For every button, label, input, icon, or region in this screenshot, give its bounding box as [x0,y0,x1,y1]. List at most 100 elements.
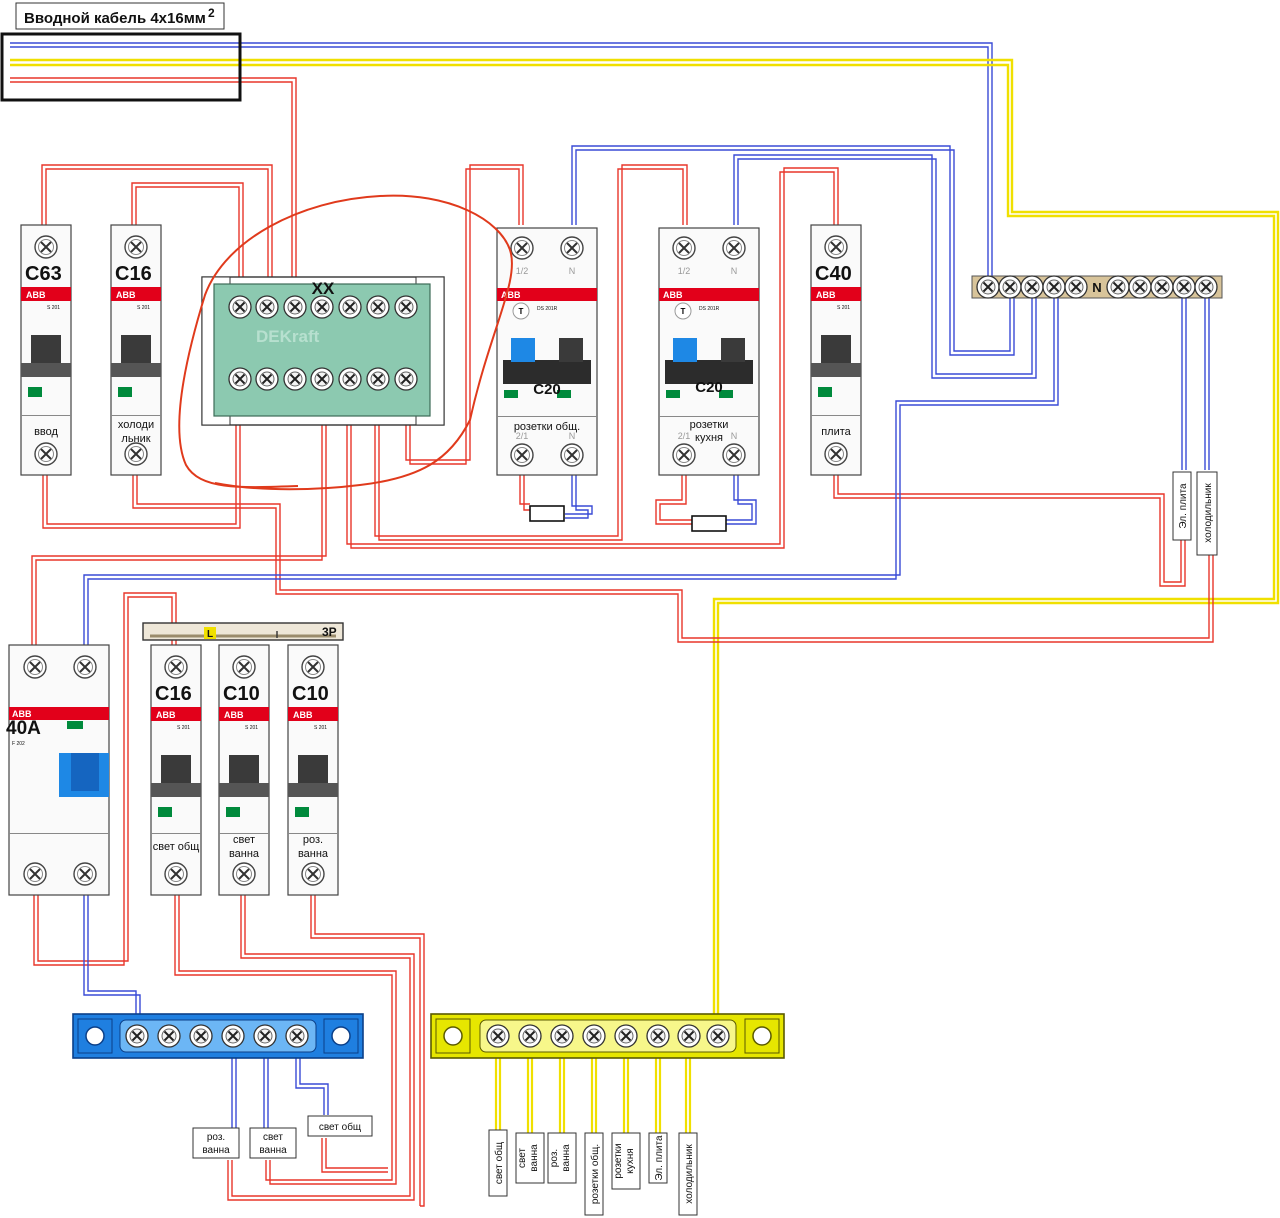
load-resistor [691,515,727,532]
breaker-purpose: ввод [34,426,58,438]
model-label: F 202 [12,741,25,747]
tag-line-1: свет [263,1132,283,1143]
comb-busbar-3p: L 3P [142,622,344,641]
breaker-purpose: свет общ [153,841,200,853]
breaker-purpose-2: кухня [695,432,723,444]
breaker-purpose: плита [821,426,851,438]
model-label: S 201 [137,305,150,311]
rating-label: C16 [155,683,192,705]
comb-l-label: L [207,629,213,640]
breaker-purpose-2: ванна [298,848,329,860]
breaker-purpose-1: свет [233,834,255,846]
model-label: S 201 [837,305,850,311]
ground-tag-text: розетки общ. [589,1144,601,1204]
rating-label: C10 [223,683,260,705]
dif-bottom-pole: 2/1 [678,431,691,441]
tag-line-2: ванна [202,1145,230,1156]
input-cable: Вводной кабель 4x16мм 2 [0,2,242,102]
ground-tag: роз.ванна [547,1132,577,1184]
breaker-c10-bath-socket[interactable]: ABB S 201 C10 роз. ванна [287,644,339,896]
brand-label: ABB [224,710,244,720]
tag-bath-light: свет ванна [249,1127,297,1159]
terminal-brand: DEKraft [256,327,320,346]
test-button: T [681,307,686,316]
tag-line-2: ванна [259,1145,287,1156]
model-label: DS 201R [699,306,720,312]
neutral-bus-top[interactable]: N [971,275,1223,299]
model-label: DS 201R [537,306,558,312]
brand-label: ABB [116,290,136,300]
test-button: T [519,307,524,316]
input-cable-box [0,32,242,102]
breaker-c16-fridge[interactable]: ABB S 201 C16 холоди льник [110,224,162,476]
breaker-purpose-2: ванна [229,848,260,860]
dif-top-n: N [731,266,738,276]
ground-tag-text: холодильник [684,1144,695,1204]
neutral-bus-blue[interactable] [72,1013,364,1059]
model-label: S 201 [245,725,258,731]
rating-label: C63 [25,263,62,285]
breaker-c10-bath-light[interactable]: ABB S 201 C10 свет ванна [218,644,270,896]
neutral-bus-label: N [1092,280,1101,295]
terminal-block-xx[interactable]: XX DEKraft [201,276,445,426]
tag-bath-socket: роз. ванна [192,1127,240,1159]
dif-bottom-pole: 2/1 [516,431,529,441]
brand-label: ABB [12,709,32,719]
ground-bus-yellow[interactable] [430,1013,785,1059]
ground-tag-text: свет общ [493,1142,505,1184]
comb-3p-label: 3P [322,625,337,639]
tag-light-general: свет общ [307,1115,373,1137]
dif-breaker-sockets-kitchen[interactable]: 1/2 N ABB DS 201R T C20 розетки кухня 2/… [658,227,760,476]
brand-label: ABB [816,290,836,300]
rating-label: 40A [6,718,41,739]
rating-label: C20 [695,379,723,396]
dif-top-n: N [569,266,576,276]
ground-tag-text: свет [517,1148,528,1168]
tag-line-1: свет общ [319,1121,361,1133]
dif-bottom-n: N [569,431,576,441]
ground-tag-text: розетки [613,1143,624,1178]
terminal-title: XX [312,279,335,298]
ground-tag-text: кухня [625,1148,636,1173]
breaker-purpose-1: холоди [118,419,154,431]
load-resistor [529,505,565,522]
breaker-c40-stove[interactable]: ABB S 201 C40 плита [810,224,862,476]
breaker-purpose-2: льник [121,433,150,445]
ground-tag: холодильник [678,1132,698,1216]
ground-tag: свет общ [488,1129,508,1197]
breaker-purpose-1: розетки [690,419,729,431]
brand-label: ABB [663,290,683,300]
model-label: S 201 [47,305,60,311]
input-cable-title: Вводной кабель 4x16мм [24,10,206,27]
breaker-purpose-1: роз. [303,834,323,846]
model-label: S 201 [177,725,190,731]
breaker-c16-light[interactable]: ABB S 201 C16 свет общ [150,644,202,896]
input-cable-title-sup: 2 [208,6,215,20]
ground-tag-text: роз. [549,1149,560,1167]
dif-bottom-n: N [731,431,738,441]
rating-label: C40 [815,263,852,285]
model-label: S 201 [314,725,327,731]
rating-label: C16 [115,263,152,285]
dif-breaker-sockets-general[interactable]: 1/2 N ABB DS 201R T C20 розетки общ. 2/1… [496,227,598,476]
brand-label: ABB [156,710,176,720]
breaker-purpose: розетки общ. [514,421,580,433]
rating-label: C10 [292,683,329,705]
dif-top-pole: 1/2 [678,266,691,276]
input-cable-lines [10,42,1280,1040]
tag-fridge: холодильник [1196,471,1218,556]
breaker-c63[interactable]: ABB S 201 C63 ввод [20,224,72,476]
rating-label: C20 [533,381,561,398]
rcd-40a[interactable]: ABB 40A F 202 [6,644,110,896]
ground-tag-text: ванна [561,1144,572,1172]
svg-text:Эл. плита: Эл. плита [1178,483,1189,529]
ground-tag-text: Эл. плита [654,1135,665,1181]
brand-label: ABB [501,290,521,300]
ground-tag-text: ванна [529,1144,540,1172]
tag-stove: Эл. плита [1172,471,1192,541]
tag-line-1: роз. [207,1132,225,1143]
